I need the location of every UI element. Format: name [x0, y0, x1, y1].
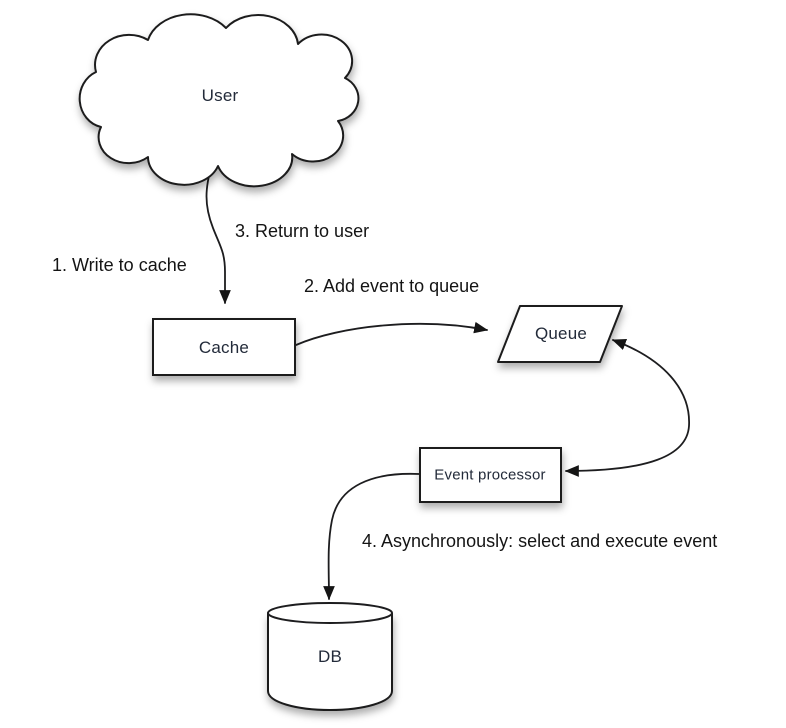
edge-user-to-cache	[205, 163, 231, 305]
user-cloud-shape	[78, 13, 360, 188]
edge-queue-event-processor	[564, 339, 690, 477]
db-cylinder-top	[267, 602, 393, 624]
cache-box-shape	[152, 318, 296, 376]
cache-node-label: Cache	[198, 338, 250, 357]
db-cylinder-body	[267, 613, 393, 712]
step3-return-to-user-label: 3. Return to user	[235, 221, 370, 241]
queue-node-label: Queue	[534, 324, 588, 343]
step1-write-to-cache-label: 1. Write to cache	[52, 255, 187, 275]
queue-parallelogram-shape	[497, 305, 623, 363]
step2-add-event-to-queue-label: 2. Add event to queue	[304, 276, 480, 296]
user-node-label: User	[201, 86, 239, 105]
db-node-label: DB	[317, 647, 343, 666]
event-processor-node-label: Event processor	[434, 466, 546, 484]
db-cylinder-shape	[267, 602, 393, 712]
edge-event-processor-to-db	[323, 472, 420, 601]
event-processor-box-shape	[419, 447, 562, 503]
step4-asynchronously-label: 4. Asynchronously: select and execute ev…	[362, 531, 718, 551]
edge-cache-to-queue	[295, 321, 489, 346]
